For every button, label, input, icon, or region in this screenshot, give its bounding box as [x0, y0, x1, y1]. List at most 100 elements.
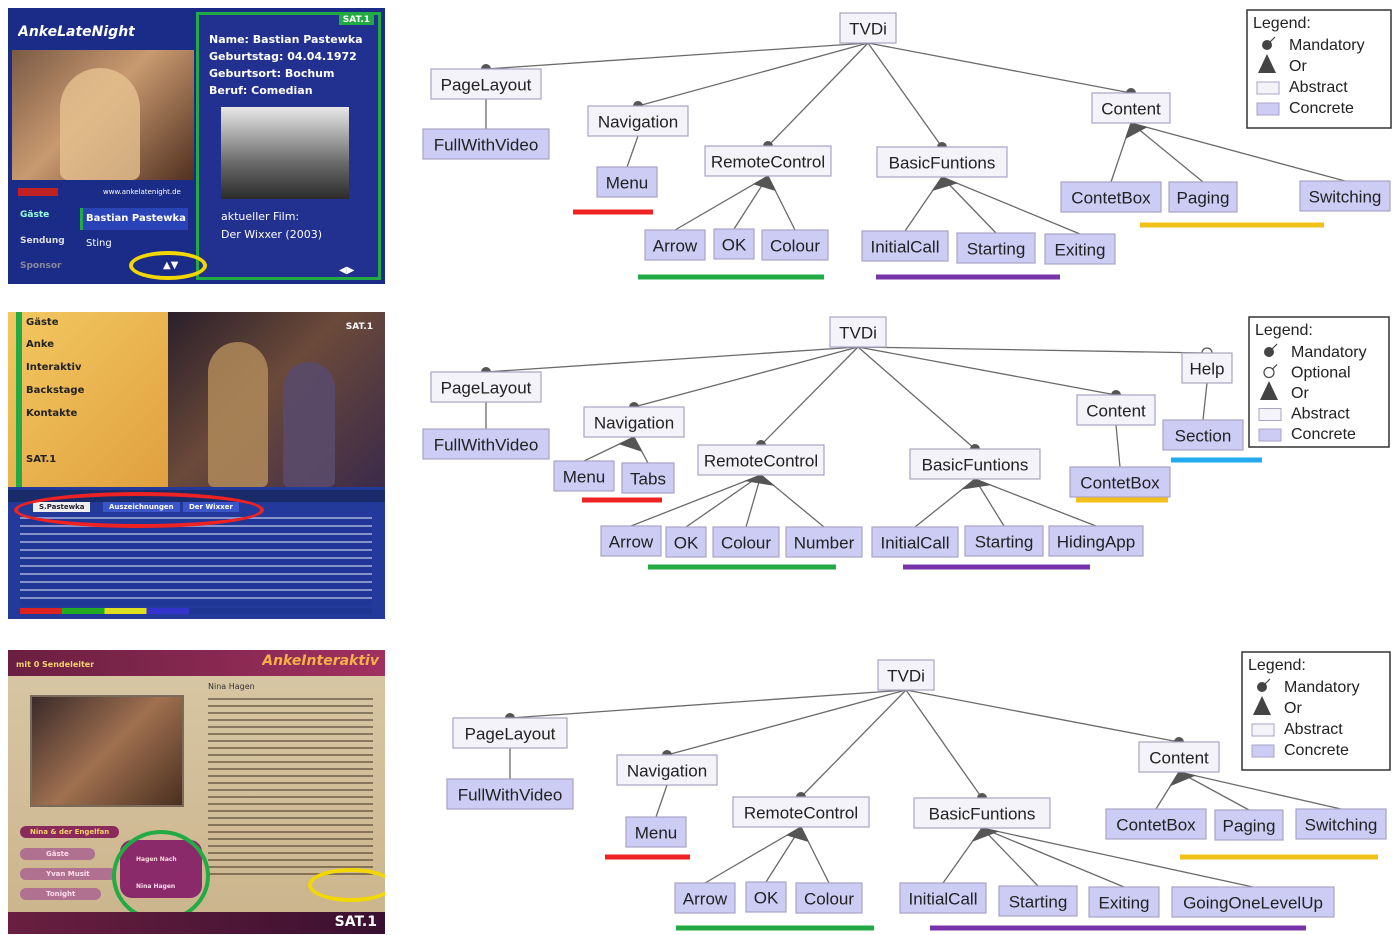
edge-remote_control-arrow	[704, 826, 802, 884]
s2-menu-interaktiv: Interaktiv	[26, 362, 82, 373]
edge-tvdi-page_layout	[485, 346, 859, 373]
legend-mandatory-label: Mandatory	[1284, 679, 1360, 696]
feature-label: InitialCall	[909, 890, 978, 909]
feature-node-switching: Switching	[1295, 808, 1387, 840]
feature-node-exiting: Exiting	[1088, 886, 1160, 918]
legend-concrete-swatch	[1251, 744, 1275, 758]
feature-node-arrow: Arrow	[674, 882, 736, 914]
feature-node-ok: OK	[665, 526, 707, 558]
feature-label: BasicFuntions	[929, 805, 1036, 824]
legend-abstract-swatch	[1256, 81, 1280, 95]
feature-label: Starting	[975, 533, 1034, 552]
feature-node-initial-call: InitialCall	[861, 230, 949, 262]
feature-node-navigation: Navigation	[583, 406, 685, 438]
feature-label: Help	[1190, 360, 1225, 379]
feature-label: Content	[1101, 100, 1161, 119]
feature-label: FullWithVideo	[458, 786, 563, 805]
feature-node-exiting: Exiting	[1044, 233, 1116, 265]
feature-node-menu: Menu	[625, 816, 687, 848]
feature-label: Section	[1175, 427, 1232, 446]
feature-node-basic-funtions: BasicFuntions	[913, 797, 1051, 829]
legend-abstract-swatch	[1251, 723, 1275, 737]
legend-optional-icon	[1263, 366, 1275, 379]
feature-model-3-nodes: TVDiPageLayoutFullWithVideoNavigationMen…	[446, 659, 1387, 918]
edge-tvdi-remote_control	[767, 42, 869, 147]
feature-node-remote-control: RemoteControl	[697, 444, 825, 476]
feature-label: FullWithVideo	[434, 436, 539, 455]
feature-node-initial-call: InitialCall	[871, 526, 959, 558]
feature-label: Content	[1149, 749, 1209, 768]
feature-node-remote-control: RemoteControl	[732, 796, 870, 828]
s3-title: AnkeInteraktiv	[262, 653, 379, 669]
feature-node-starting: Starting	[998, 885, 1078, 917]
feature-node-menu: Menu	[596, 166, 658, 198]
feature-label: PageLayout	[441, 379, 532, 398]
feature-label: Colour	[804, 890, 854, 909]
s1-logo: AnkeLateNight	[18, 24, 135, 40]
feature-node-arrow: Arrow	[600, 525, 662, 557]
feature-label: OK	[754, 889, 779, 908]
feature-label: RemoteControl	[711, 153, 825, 172]
feature-label: Paging	[1177, 189, 1230, 208]
feature-node-starting: Starting	[964, 525, 1044, 557]
feature-label: Colour	[721, 534, 771, 553]
feature-label: ContetBox	[1071, 189, 1151, 208]
feature-label: TVDi	[887, 667, 925, 686]
legend-concrete-label: Concrete	[1289, 100, 1354, 117]
edge-tvdi-basic_funtions	[867, 42, 943, 148]
legend-or-label: Or	[1289, 58, 1307, 75]
feature-label: RemoteControl	[704, 452, 818, 471]
s2-color-buttons	[20, 608, 372, 614]
tv-screenshot-2: Gäste Anke Interaktiv Backstage Kontakte…	[8, 312, 385, 619]
s1-yellow-highlight	[129, 251, 207, 280]
edge-basic_funtions-exiting	[981, 827, 1125, 888]
s1-menu-sendung: Sendung	[20, 236, 65, 246]
s3-menu-4: Tonight	[20, 888, 102, 900]
feature-node-ok: OK	[713, 228, 755, 260]
s1-film-poster	[221, 107, 349, 199]
feature-node-full-with-video: FullWithVideo	[422, 128, 550, 160]
feature-node-section: Section	[1162, 419, 1244, 451]
feature-label: RemoteControl	[744, 804, 858, 823]
legend-concrete-swatch	[1258, 428, 1282, 442]
legend-title: Legend:	[1255, 322, 1313, 339]
s1-video	[12, 50, 194, 180]
edge-tvdi-basic_funtions	[905, 689, 983, 799]
feature-label: Content	[1086, 402, 1146, 421]
s1-film-line-2: Der Wixxer (2003)	[221, 228, 322, 241]
feature-node-navigation: Navigation	[616, 754, 718, 786]
s2-channel-logo: SAT.1	[345, 322, 373, 332]
legend-abstract-label: Abstract	[1289, 79, 1348, 96]
legend-title: Legend:	[1253, 15, 1311, 32]
edge-basic_funtions-hiding_app	[974, 478, 1097, 527]
feature-node-tabs: Tabs	[621, 462, 675, 494]
feature-label: Arrow	[653, 237, 698, 256]
feature-node-hiding-app: HidingApp	[1048, 525, 1144, 557]
edge-tvdi-navigation	[633, 346, 859, 408]
feature-node-remote-control: RemoteControl	[704, 145, 832, 177]
s1-info-line-4: Beruf: Comedian	[209, 84, 313, 97]
edge-basic_funtions-exiting	[941, 176, 1081, 235]
feature-model-2-legend: Legend:MandatoryOptionalOrAbstractConcre…	[1248, 316, 1390, 448]
feature-node-content: Content	[1076, 394, 1156, 426]
s1-info-line-3: Geburtsort: Bochum	[209, 67, 335, 80]
s2-text-area	[20, 517, 372, 605]
edge-remote_control-arrow	[630, 474, 762, 527]
feature-label: InitialCall	[871, 238, 940, 257]
s2-person-2	[283, 362, 335, 487]
feature-model-1: TVDiPageLayoutFullWithVideoNavigationMen…	[422, 9, 1392, 280]
edge-remote_control-arrow	[674, 175, 769, 231]
legend-or-icon	[1253, 696, 1271, 715]
or-group-marker	[752, 175, 777, 192]
feature-label: GoingOneLevelUp	[1183, 894, 1323, 913]
feature-node-colour: Colour	[761, 229, 829, 261]
tv-screenshot-3: mit 0 Sendeleiter AnkeInteraktiv Nina Ha…	[8, 650, 385, 934]
legend-or-icon	[1260, 381, 1278, 400]
feature-label: Menu	[606, 174, 649, 193]
feature-node-arrow: Arrow	[644, 229, 706, 261]
feature-label: Starting	[967, 240, 1026, 259]
feature-model-2: TVDiPageLayoutFullWithVideoNavigationMen…	[422, 316, 1390, 570]
s3-top-bar	[8, 650, 385, 676]
